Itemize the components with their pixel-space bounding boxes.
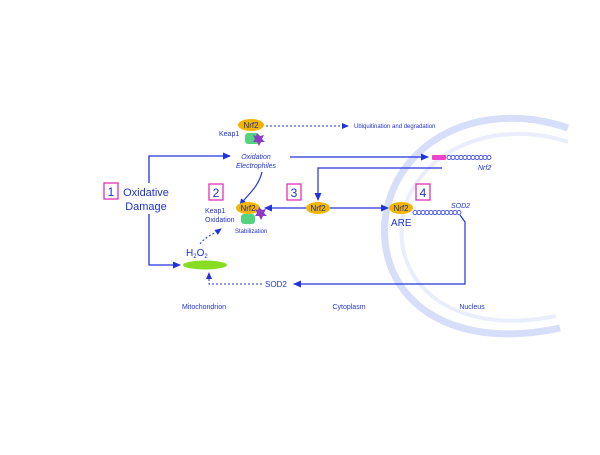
oxidative-label: Oxidative bbox=[123, 187, 169, 199]
nrf2-mid-blob bbox=[306, 202, 330, 214]
stabilization-label: Stabilization bbox=[235, 229, 267, 235]
nuclear-envelope-arc-inner bbox=[399, 131, 569, 323]
arrow-electrophiles-to-stabilization bbox=[239, 171, 263, 206]
mitochondrion-label: Mitochondrion bbox=[182, 304, 226, 311]
electrophiles-label: Electrophiles bbox=[236, 163, 277, 170]
step-4-box bbox=[415, 183, 431, 201]
arrow-sod2-gene-to-protein bbox=[293, 214, 466, 288]
mitochondrion-shape bbox=[183, 260, 227, 270]
sod2-gene-strand bbox=[412, 210, 462, 215]
nrf2-mrna-cap bbox=[432, 155, 446, 160]
step-1-box bbox=[103, 182, 119, 200]
arrow-sod2-to-mitochondrion bbox=[206, 272, 262, 285]
keap1-top-label: Keap1 bbox=[219, 131, 239, 138]
nrf2-mrna-label: Nrf2 bbox=[478, 165, 491, 172]
sod2-gene-label: SOD2 bbox=[451, 203, 470, 210]
step-1-number: 1 bbox=[108, 185, 115, 199]
keap1-oxidation-label-1: Keap1 bbox=[205, 208, 225, 215]
step-2-number: 2 bbox=[213, 186, 220, 200]
step-2-box bbox=[208, 183, 224, 201]
keap1-oxidation-label-2: Oxidation bbox=[205, 217, 235, 224]
nrf2-top-blob bbox=[238, 119, 264, 131]
oxidation-label: Oxidation bbox=[241, 154, 271, 161]
nrf2-mid-label: Nrf2 bbox=[310, 204, 326, 213]
are-label: ARE bbox=[391, 218, 412, 229]
nrf2-stab-blob bbox=[236, 202, 260, 214]
nrf2-mrna-strand bbox=[446, 155, 492, 160]
h2o2-label: H2O2 bbox=[186, 248, 208, 260]
nrf2-top-label: Nrf2 bbox=[243, 121, 259, 130]
sod2-protein-label: SOD2 bbox=[265, 280, 287, 289]
arrow-damage-to-mitochondrion bbox=[148, 214, 181, 269]
arrow-damage-to-oxidation bbox=[148, 152, 231, 183]
keap1-stab-shape bbox=[241, 214, 255, 224]
arrow-mrna-to-nrf2 bbox=[314, 167, 442, 201]
nrf2-stab-label: Nrf2 bbox=[240, 204, 256, 213]
step-3-box bbox=[286, 183, 302, 201]
nuclear-envelope-arc bbox=[381, 114, 570, 338]
ubiquitination-label: Ubiquitination and degradation bbox=[354, 124, 435, 130]
nrf2-nucleus-blob bbox=[389, 202, 413, 214]
damage-label: Damage bbox=[125, 201, 167, 213]
arrow-h2o2-to-stabilization bbox=[199, 228, 222, 245]
step-4-number: 4 bbox=[420, 186, 427, 200]
step-3-number: 3 bbox=[291, 186, 298, 200]
keap1-top-oxidant-icon bbox=[253, 133, 265, 146]
cytoplasm-label: Cytoplasm bbox=[332, 304, 365, 311]
nrf2-nucleus-label: Nrf2 bbox=[393, 204, 409, 213]
nucleus-label: Nucleus bbox=[459, 304, 485, 311]
